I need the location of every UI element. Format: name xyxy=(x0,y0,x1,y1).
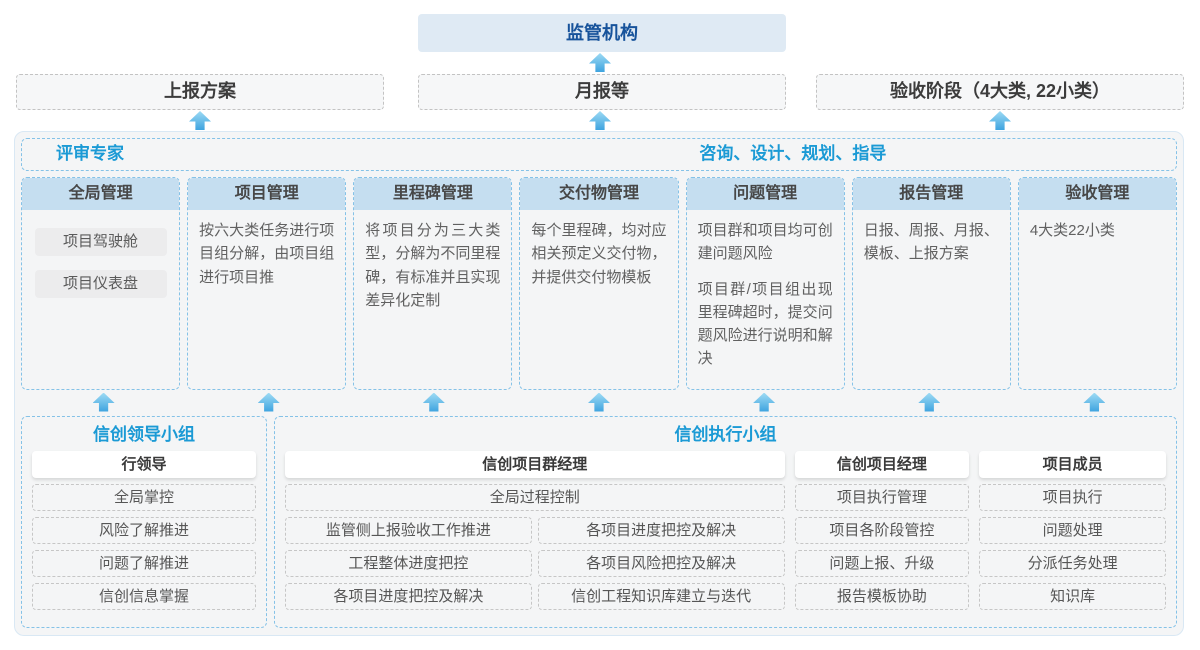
monthly-report-box: 月报等 xyxy=(418,74,786,110)
list-item: 监管侧上报验收工作推进 xyxy=(285,517,532,544)
list-item: 分派任务处理 xyxy=(979,550,1166,577)
module-title: 报告管理 xyxy=(852,178,1010,210)
role-box-project-member: 项目成员 xyxy=(979,451,1166,478)
role-box-program-manager: 信创项目群经理 xyxy=(285,451,785,478)
list-item: 信创工程知识库建立与迭代 xyxy=(537,583,785,610)
module-pill: 项目仪表盘 xyxy=(34,270,167,298)
module-body: 按六大类任务进行项目组分解，由项目组进行项目推 xyxy=(188,210,345,298)
bottom-groups-row: 信创领导小组 行领导 全局掌控 风险了解推进 问题了解推进 信创信息掌握 信创执… xyxy=(21,416,1177,628)
advisory-header-bar: 评审专家 咨询、设计、规划、指导 xyxy=(21,138,1177,171)
up-arrow-icon xyxy=(422,392,445,412)
up-arrow-icon xyxy=(257,392,280,412)
expert-label: 评审专家 xyxy=(56,144,124,163)
list-item: 全局掌控 xyxy=(32,484,256,511)
module-title: 问题管理 xyxy=(686,178,844,210)
module-global-management: 全局管理 项目驾驶舱 项目仪表盘 xyxy=(21,177,181,390)
execution-columns: 信创项目群经理 全局过程控制 监管侧上报验收工作推进 各项目进度把控及解决 工程… xyxy=(285,449,1166,610)
module-title: 交付物管理 xyxy=(520,178,678,210)
module-paragraph: 项目群/项目组出现里程碑超时，提交问题风险进行说明和解决 xyxy=(697,280,833,368)
project-member-column: 项目成员 项目执行 问题处理 分派任务处理 知识库 xyxy=(979,449,1166,610)
role-box-project-manager: 信创项目经理 xyxy=(794,451,970,478)
module-report-management: 报告管理 日报、周报、月报、模板、上报方案 xyxy=(851,177,1011,390)
module-paragraph: 按六大类任务进行项目组分解，由项目组进行项目推 xyxy=(199,222,335,286)
up-arrow-icon xyxy=(989,111,1011,130)
leadership-group-title: 信创领导小组 xyxy=(93,425,195,444)
program-manager-item-grid: 监管侧上报验收工作推进 各项目进度把控及解决 工程整体进度把控 各项目风险把控及… xyxy=(285,511,785,610)
leadership-group-panel: 信创领导小组 行领导 全局掌控 风险了解推进 问题了解推进 信创信息掌握 xyxy=(21,416,267,628)
module-body: 项目群和项目均可创建问题风险 项目群/项目组出现里程碑超时，提交问题风险进行说明… xyxy=(687,210,844,380)
list-item: 问题处理 xyxy=(979,517,1166,544)
up-arrow-icon xyxy=(587,392,610,412)
module-paragraph: 4大类22小类 xyxy=(1029,222,1115,239)
list-item: 各项目风险把控及解决 xyxy=(537,550,785,577)
module-project-management: 项目管理 按六大类任务进行项目组分解，由项目组进行项目推 xyxy=(187,177,347,390)
up-arrow-icon xyxy=(92,392,115,412)
report-plan-box: 上报方案 xyxy=(16,74,384,110)
up-arrow-icon xyxy=(189,111,211,130)
module-deliverable-management: 交付物管理 每个里程碑，均对应相关预定义交付物，并提供交付物模板 xyxy=(519,177,679,390)
module-title: 项目管理 xyxy=(188,178,346,210)
up-arrow-icon xyxy=(918,392,941,412)
list-item: 项目执行管理 xyxy=(794,484,970,511)
list-item: 问题了解推进 xyxy=(32,550,256,577)
module-arrows-row xyxy=(21,390,1177,414)
platform-container: 评审专家 咨询、设计、规划、指导 全局管理 项目驾驶舱 项目仪表盘 项目管理 按… xyxy=(14,131,1184,636)
modules-row: 全局管理 项目驾驶舱 项目仪表盘 项目管理 按六大类任务进行项目组分解，由项目组… xyxy=(21,177,1177,390)
list-item: 工程整体进度把控 xyxy=(285,550,532,577)
module-body: 4大类22小类 xyxy=(1019,210,1176,251)
module-title: 全局管理 xyxy=(22,178,180,210)
project-manager-column: 信创项目经理 项目执行管理 项目各阶段管控 问题上报、升级 报告模板协助 xyxy=(794,449,970,610)
up-arrow-icon xyxy=(589,53,611,72)
up-arrow-icon xyxy=(753,392,776,412)
acceptance-stage-box: 验收阶段（4大类, 22小类） xyxy=(816,74,1184,110)
advisory-label: 咨询、设计、规划、指导 xyxy=(699,144,887,163)
up-arrow-icon xyxy=(1083,392,1106,412)
module-body: 每个里程碑，均对应相关预定义交付物，并提供交付物模板 xyxy=(520,210,677,298)
program-manager-column: 信创项目群经理 全局过程控制 监管侧上报验收工作推进 各项目进度把控及解决 工程… xyxy=(285,449,785,610)
list-item: 项目各阶段管控 xyxy=(794,517,970,544)
module-acceptance-management: 验收管理 4大类22小类 xyxy=(1017,177,1177,390)
module-paragraph: 项目群和项目均可创建问题风险 xyxy=(697,222,833,263)
regulator-box: 监管机构 xyxy=(418,14,786,52)
list-item: 全局过程控制 xyxy=(285,484,785,511)
list-item: 知识库 xyxy=(979,583,1166,610)
module-pill: 项目驾驶舱 xyxy=(34,228,167,256)
up-arrow-icon xyxy=(589,111,611,130)
list-item: 问题上报、升级 xyxy=(794,550,970,577)
module-title: 里程碑管理 xyxy=(354,178,512,210)
role-box-bank-leader: 行领导 xyxy=(32,451,256,478)
module-body: 将项目分为三大类型，分解为不同里程碑，有标准并且实现差异化定制 xyxy=(354,210,511,321)
list-item: 风险了解推进 xyxy=(32,517,256,544)
module-paragraph: 每个里程碑，均对应相关预定义交付物，并提供交付物模板 xyxy=(531,222,667,286)
execution-group-panel: 信创执行小组 信创项目群经理 全局过程控制 监管侧上报验收工作推进 各项目进度把… xyxy=(274,416,1177,628)
execution-group-title: 信创执行小组 xyxy=(674,425,777,444)
module-title: 验收管理 xyxy=(1018,178,1176,210)
module-paragraph: 日报、周报、月报、模板、上报方案 xyxy=(863,222,999,263)
module-body: 日报、周报、月报、模板、上报方案 xyxy=(853,210,1010,275)
list-item: 各项目进度把控及解决 xyxy=(285,583,532,610)
list-item: 项目执行 xyxy=(979,484,1166,511)
list-item: 各项目进度把控及解决 xyxy=(537,517,785,544)
list-item: 报告模板协助 xyxy=(794,583,970,610)
module-body: 项目驾驶舱 项目仪表盘 xyxy=(22,210,179,307)
module-issue-management: 问题管理 项目群和项目均可创建问题风险 项目群/项目组出现里程碑超时，提交问题风… xyxy=(685,177,845,390)
list-item: 信创信息掌握 xyxy=(32,583,256,610)
module-milestone-management: 里程碑管理 将项目分为三大类型，分解为不同里程碑，有标准并且实现差异化定制 xyxy=(353,177,513,390)
module-paragraph: 将项目分为三大类型，分解为不同里程碑，有标准并且实现差异化定制 xyxy=(365,222,501,309)
